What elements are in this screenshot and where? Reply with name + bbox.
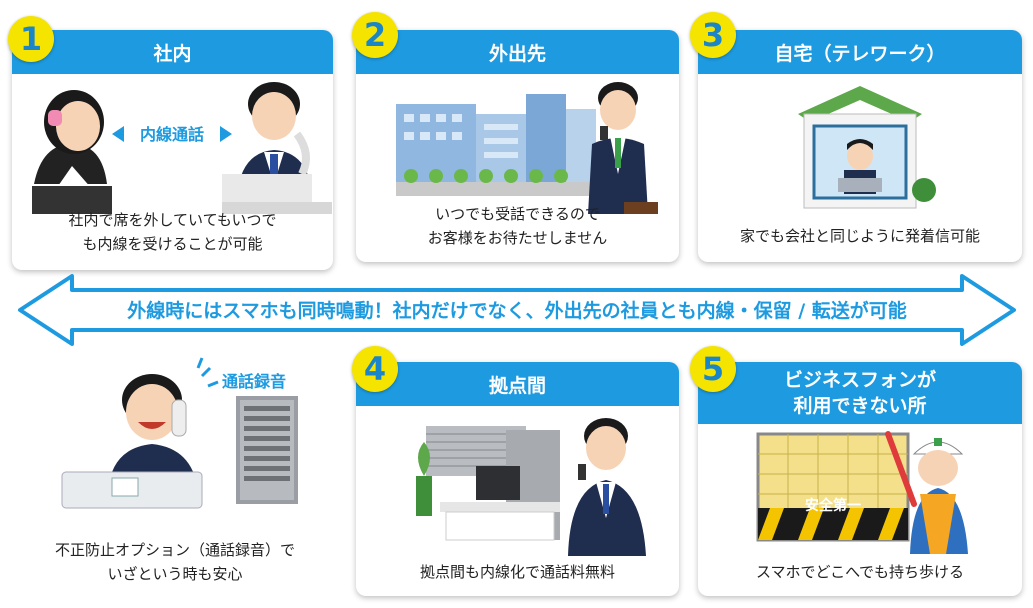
step-badge-2: 2 <box>352 12 398 58</box>
card-telework: 自宅（テレワーク） 家でも会社と同じように発着信可能 <box>698 30 1022 262</box>
card-caption: スマホでどこへでも持ち歩ける <box>755 563 965 581</box>
two-way-arrow-icon <box>112 126 232 142</box>
card-title: 拠点間 <box>356 362 679 406</box>
woman-icon <box>32 90 112 214</box>
card-caption: 拠点間も内線化で通話料無料 <box>419 563 615 581</box>
safety-worker-icon <box>885 431 968 554</box>
card-title: ビジネスフォンが 利用できない所 <box>698 362 1022 424</box>
businessman-smartphone-icon <box>568 418 646 556</box>
card-caption: いつでも受話できるので お客様をお待たせしません <box>427 205 608 247</box>
fence-icon <box>756 432 910 542</box>
angry-caller-illustration <box>61 357 219 509</box>
home-illustration <box>798 86 936 209</box>
office-call-illustration: 内線通話 <box>32 82 332 214</box>
recording-label: 通話録音 <box>222 372 287 391</box>
step-badge-5: 5 <box>690 346 736 392</box>
card-caption: 社内で席を外していてもいつで も内線を受けることが可能 <box>68 211 277 253</box>
card-title: 自宅（テレワーク） <box>698 30 1022 74</box>
safety-sign-text: 安全第一 <box>805 497 861 514</box>
banner-text: 外線時にはスマホも同時鳴動！社内だけでなく、外出先の社員とも内線・保留 / 転送… <box>127 300 907 322</box>
card-no-business-phone: ビジネスフォンが 利用できない所 安全第一 スマホでどこへでも持ち歩ける <box>698 362 1022 596</box>
step-badge-1: 1 <box>8 16 54 62</box>
office-scene-icon <box>416 426 560 541</box>
buildings-icon <box>396 94 606 196</box>
city-businessman-illustration <box>396 82 658 214</box>
card-outside: 外出先 いつでも受話できるので <box>356 30 679 262</box>
double-arrow-banner <box>18 274 1016 346</box>
office-desk-illustration <box>416 418 646 556</box>
server-icon <box>236 396 298 504</box>
card-title: 外出先 <box>356 30 679 74</box>
step-badge-4: 4 <box>352 346 398 392</box>
businessman-smartphone-icon <box>588 82 658 214</box>
card-caption: 家でも会社と同じように発着信可能 <box>739 227 980 245</box>
card-office: 社内 内線通話 社内で席を外していてもいつで <box>12 30 333 270</box>
construction-site-illustration: 安全第一 <box>756 431 968 554</box>
step-badge-3: 3 <box>690 12 736 58</box>
card-title: 社内 <box>12 30 333 74</box>
house-icon <box>798 86 936 209</box>
intercom-label: 内線通話 <box>140 125 204 144</box>
businessman-phone-icon <box>222 82 332 214</box>
recording-caption: 不正防止オプション（通話録音）で いざという時も安心 <box>54 541 295 583</box>
card-branches: 拠点間 拠点間も内線化で通話料無料 <box>356 362 679 596</box>
